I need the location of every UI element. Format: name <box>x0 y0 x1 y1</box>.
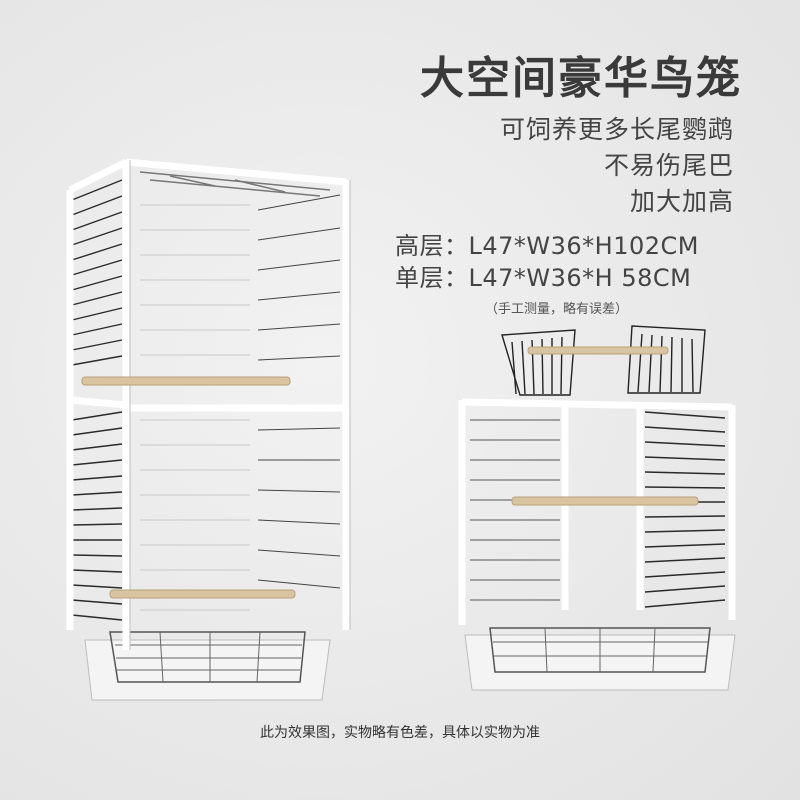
short-cage-right-bars <box>644 411 726 608</box>
dimension-single: 单层：L47*W36*H 58CM <box>395 264 692 292</box>
feature-1: 可饲养更多长尾鹦鹉 <box>499 115 734 144</box>
short-cage-perch <box>511 496 699 506</box>
tall-cage-lower-perch <box>109 589 296 599</box>
short-cage-frame <box>458 398 736 625</box>
product-title: 大空间豪华鸟笼 <box>420 53 742 104</box>
tall-cage-top-grill <box>139 171 331 197</box>
tall-cage-floor-grid <box>109 631 306 683</box>
tall-cage-frame <box>66 158 350 650</box>
short-cage-feeder-right <box>627 325 706 394</box>
feature-3: 加大加高 <box>629 187 734 216</box>
short-cage-top-perch <box>527 346 669 355</box>
tall-cage-back-bars <box>140 204 250 611</box>
dimension-high: 高层：L47*W36*H102CM <box>395 232 699 260</box>
measure-note: （手工测量，略有误差） <box>485 302 629 317</box>
short-cage-left-bars <box>470 419 560 601</box>
tall-cage-upper-perch <box>81 376 291 386</box>
tall-cage-floor-lines <box>115 631 302 683</box>
short-cage-floor-grid <box>489 627 711 673</box>
feature-2: 不易伤尾巴 <box>603 151 734 180</box>
tall-cage-right-bars <box>257 194 341 589</box>
short-cage-feeder-left <box>501 329 576 396</box>
short-cage-floor-lines <box>493 627 708 673</box>
disclaimer-text: 此为效果图，实物略有色差，具体以实物为准 <box>260 725 540 741</box>
tall-cage-frame-outline <box>129 160 351 650</box>
tall-cage-left-bars <box>71 179 123 621</box>
